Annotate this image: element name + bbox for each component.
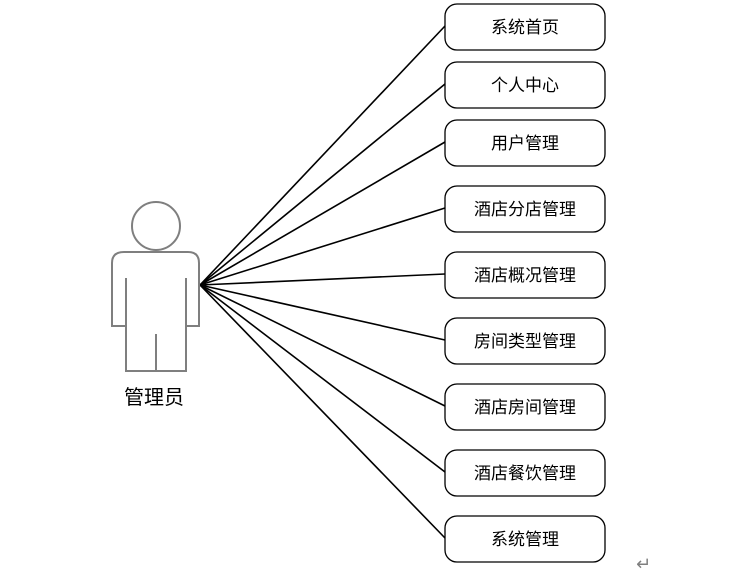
association-line bbox=[199, 207, 446, 286]
use-case-shape bbox=[444, 185, 606, 233]
actor-head bbox=[131, 201, 181, 251]
use-case-shape bbox=[444, 449, 606, 497]
use-case-box: 系统管理 bbox=[444, 515, 606, 563]
use-case-box: 酒店房间管理 bbox=[444, 383, 606, 431]
association-line bbox=[199, 284, 446, 473]
use-case-shape bbox=[444, 61, 606, 109]
association-line bbox=[199, 284, 446, 407]
association-line bbox=[199, 83, 446, 286]
use-case-box: 酒店餐饮管理 bbox=[444, 449, 606, 497]
use-case-label: 房间类型管理 bbox=[474, 332, 576, 352]
association-line bbox=[199, 141, 446, 286]
use-case-box: 用户管理 bbox=[444, 119, 606, 167]
use-case-shape bbox=[444, 515, 606, 563]
person-icon bbox=[111, 201, 200, 372]
use-case-label: 酒店概况管理 bbox=[474, 266, 576, 286]
actor-body bbox=[111, 251, 200, 372]
use-case-label: 酒店房间管理 bbox=[474, 398, 576, 418]
use-case-label: 系统首页 bbox=[491, 18, 559, 38]
use-case-label: 个人中心 bbox=[491, 76, 559, 96]
association-line bbox=[199, 25, 446, 286]
use-case-box: 房间类型管理 bbox=[444, 317, 606, 365]
use-case-label: 酒店餐饮管理 bbox=[474, 464, 576, 484]
association-line bbox=[199, 284, 446, 341]
use-case-box: 系统首页 bbox=[444, 3, 606, 51]
use-case-box: 个人中心 bbox=[444, 61, 606, 109]
use-case-label: 系统管理 bbox=[491, 530, 559, 550]
use-case-label: 用户管理 bbox=[491, 134, 559, 154]
use-case-box: 酒店分店管理 bbox=[444, 185, 606, 233]
use-case-shape bbox=[444, 383, 606, 431]
use-case-shape bbox=[444, 119, 606, 167]
use-case-shape bbox=[444, 3, 606, 51]
actor-admin: 管理员 bbox=[111, 201, 200, 409]
association-line bbox=[199, 273, 446, 286]
association-line bbox=[199, 284, 446, 539]
use-case-list: 系统首页个人中心用户管理酒店分店管理酒店概况管理房间类型管理酒店房间管理酒店餐饮… bbox=[444, 3, 606, 563]
use-case-shape bbox=[444, 317, 606, 365]
return-arrow-icon: ↵ bbox=[636, 554, 651, 575]
use-case-box: 酒店概况管理 bbox=[444, 251, 606, 299]
use-case-label: 酒店分店管理 bbox=[474, 200, 576, 220]
actor-label: 管理员 bbox=[124, 385, 184, 409]
association-lines bbox=[199, 25, 446, 539]
use-case-shape bbox=[444, 251, 606, 299]
